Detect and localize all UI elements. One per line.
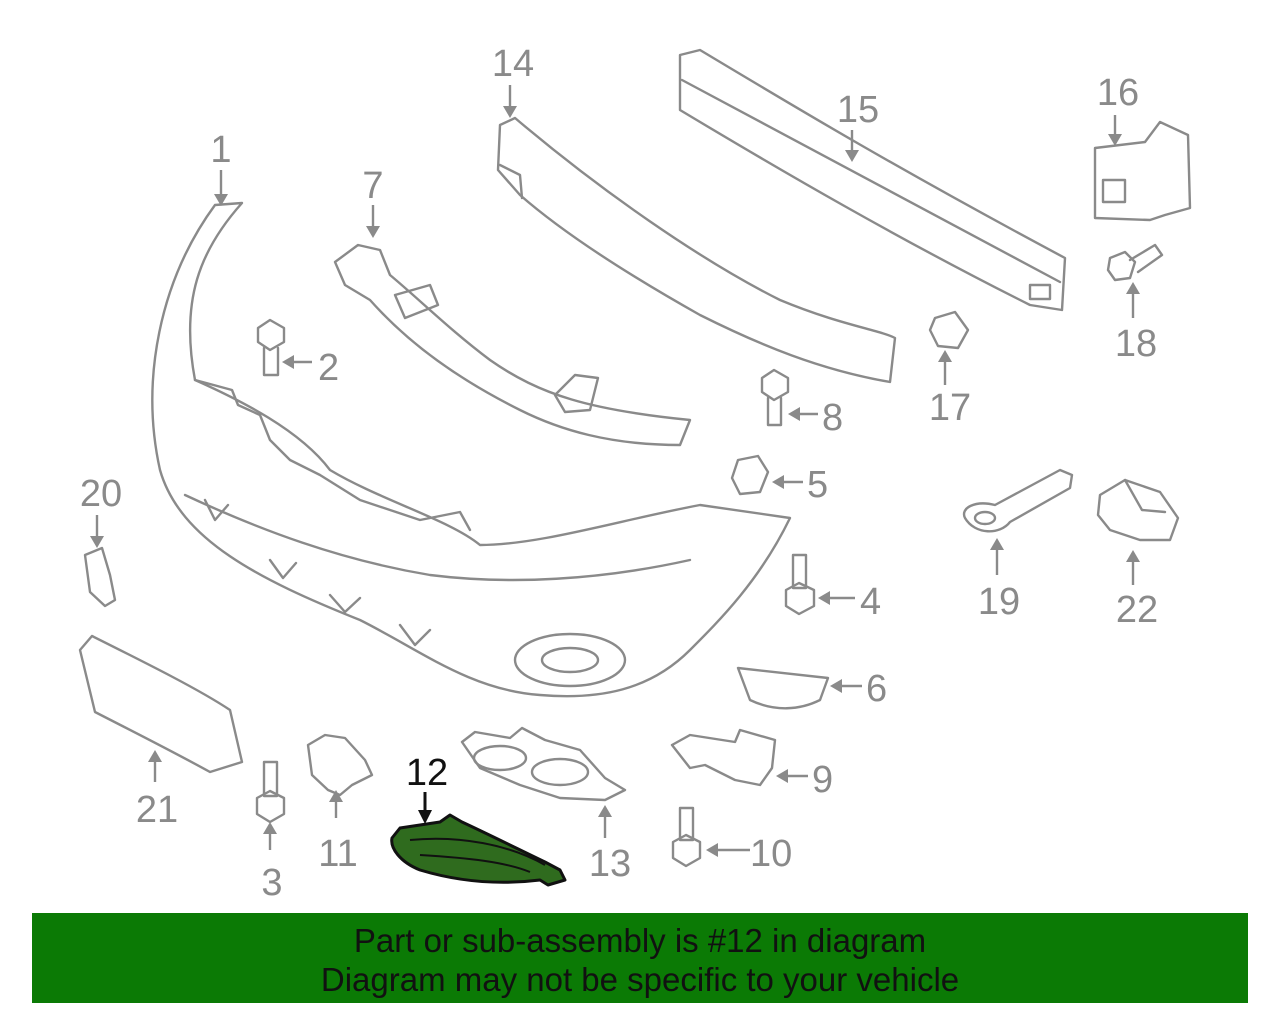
callout-16: 16 [1097, 72, 1139, 114]
part-16-bracket[interactable] [1093, 120, 1192, 222]
callout-9: 9 [812, 759, 833, 801]
callout-21: 21 [136, 789, 178, 831]
part-4-bolt[interactable] [784, 553, 816, 616]
part-1-bumper-cover[interactable] [151, 201, 792, 698]
callout-13: 13 [589, 843, 631, 885]
callout-6: 6 [866, 668, 887, 710]
banner-line-2: Diagram may not be specific to your vehi… [320, 961, 960, 998]
part-12-fog-lamp-cover[interactable] [390, 813, 567, 887]
part-14-energy-absorber[interactable] [496, 116, 897, 384]
part-22-cap[interactable] [1096, 478, 1180, 542]
callout-labels: 1 7 14 15 16 18 17 2 8 5 4 6 9 10 13 11 … [80, 43, 1158, 904]
part-6-cover[interactable] [736, 666, 830, 710]
callout-3: 3 [261, 862, 282, 904]
callout-arrows [90, 85, 1140, 857]
callout-17: 17 [929, 387, 971, 429]
callout-12-highlighted: 12 [406, 752, 448, 794]
part-21-panel[interactable] [78, 634, 244, 774]
callout-22: 22 [1116, 589, 1158, 631]
part-15-reinforcement[interactable] [678, 48, 1067, 312]
callout-1: 1 [210, 129, 231, 171]
callout-11: 11 [318, 833, 357, 875]
part-17-clip[interactable] [928, 310, 970, 350]
callout-18: 18 [1115, 323, 1157, 365]
part-7-bumper-bracket[interactable] [333, 243, 692, 447]
part-9-bracket[interactable] [670, 728, 777, 787]
part-18-bolt[interactable] [1106, 243, 1164, 282]
callout-15: 15 [837, 89, 879, 131]
callout-5: 5 [807, 464, 828, 506]
callout-4: 4 [860, 581, 881, 623]
part-8-bolt[interactable] [760, 368, 790, 427]
callout-19: 19 [978, 581, 1020, 623]
banner-line-1: Part or sub-assembly is #12 in diagram [353, 922, 927, 959]
part-2-bolt[interactable] [256, 318, 286, 377]
part-19-tow-hook[interactable] [962, 468, 1074, 533]
part-5-clip[interactable] [730, 454, 770, 496]
part-10-bolt[interactable] [671, 806, 702, 868]
part-13-fog-lamp-bracket[interactable] [460, 726, 627, 802]
notice-banner: Part or sub-assembly is #12 in diagram D… [32, 913, 1248, 1003]
part-20-clip[interactable] [83, 546, 117, 608]
part-3-bolt[interactable] [255, 760, 286, 824]
callout-8: 8 [822, 397, 843, 439]
callout-7: 7 [362, 165, 383, 207]
part-11-cap[interactable] [306, 733, 374, 797]
callout-20: 20 [80, 473, 122, 515]
callout-10: 10 [750, 833, 792, 875]
callout-14: 14 [492, 43, 534, 85]
callout-2: 2 [318, 347, 339, 389]
